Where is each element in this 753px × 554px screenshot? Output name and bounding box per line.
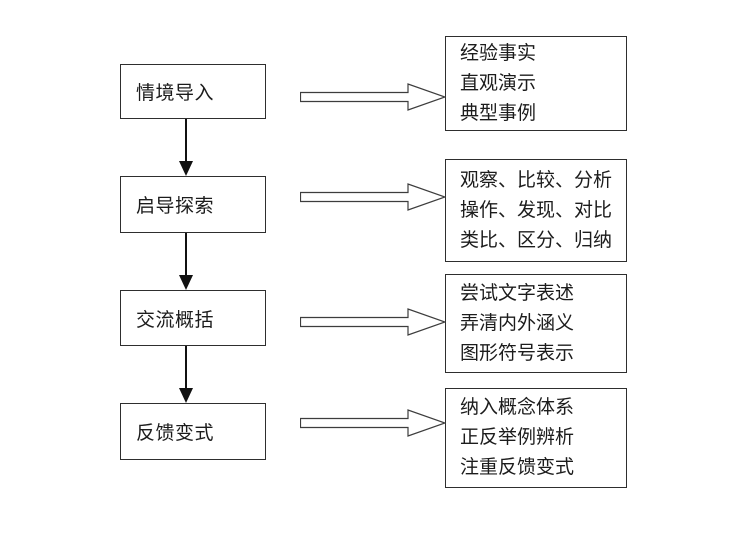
- stage-box-3: 交流概括: [120, 290, 266, 346]
- down-arrow-icon: [179, 233, 193, 290]
- stage-label-3: 交流概括: [136, 309, 215, 331]
- detail-box-2: 观察、比较、分析 操作、发现、对比 类比、区分、归纳: [445, 159, 627, 262]
- detail-line: 观察、比较、分析: [460, 169, 613, 191]
- detail-line: 弄清内外涵义: [460, 312, 575, 334]
- stage-label-4: 反馈变式: [136, 423, 215, 444]
- detail-line: 注重反馈变式: [460, 457, 575, 478]
- detail-line: 直观演示: [460, 72, 537, 94]
- detail-line: 纳入概念体系: [460, 397, 575, 418]
- stage-box-2: 启导探索: [120, 176, 266, 233]
- detail-line: 正反举例辨析: [460, 427, 575, 448]
- stage-label-1: 情境导入: [136, 83, 215, 104]
- detail-line: 图形符号表示: [460, 342, 575, 364]
- stage-box-1: 情境导入: [120, 64, 266, 119]
- detail-line: 类比、区分、归纳: [460, 229, 613, 251]
- detail-line: 经验事实: [460, 42, 537, 64]
- down-arrow-icon: [179, 346, 193, 403]
- stage-label-2: 启导探索: [136, 196, 215, 217]
- detail-line: 典型事例: [460, 102, 537, 124]
- right-arrow-icon: [300, 183, 446, 211]
- right-arrow-icon: [300, 409, 446, 437]
- right-arrow-icon: [300, 83, 446, 111]
- detail-box-3: 尝试文字表述 弄清内外涵义 图形符号表示: [445, 274, 627, 373]
- detail-box-1: 经验事实 直观演示 典型事例: [445, 36, 627, 131]
- detail-line: 尝试文字表述: [460, 282, 575, 304]
- detail-line: 操作、发现、对比: [460, 199, 613, 221]
- detail-box-4: 纳入概念体系 正反举例辨析 注重反馈变式: [445, 388, 627, 488]
- right-arrow-icon: [300, 308, 446, 336]
- down-arrow-icon: [179, 119, 193, 176]
- stage-box-4: 反馈变式: [120, 403, 266, 460]
